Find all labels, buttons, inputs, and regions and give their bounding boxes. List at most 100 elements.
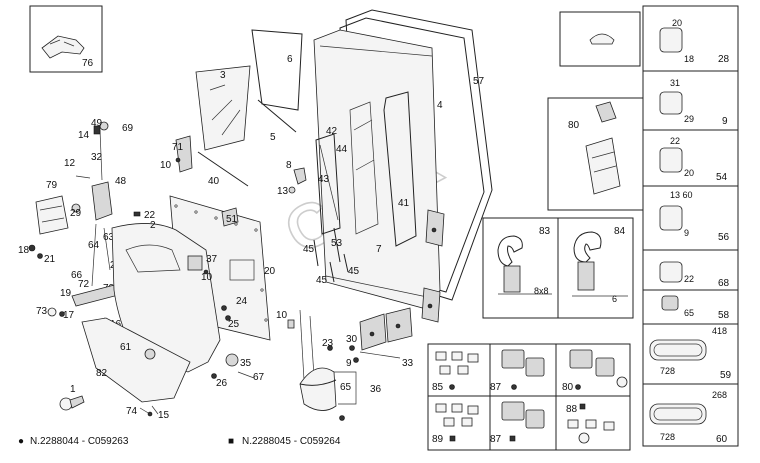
callout-c21: 21 (44, 254, 56, 265)
callout-c36: 36 (370, 384, 382, 395)
callout-c37: 37 (206, 254, 218, 265)
callout-c45c: 45 (348, 266, 360, 277)
callout-c59: 59 (720, 370, 732, 381)
callout-c9: 9 (722, 116, 728, 127)
kit-box-89: 89 (427, 395, 491, 451)
callout-c49: 49 (91, 118, 103, 129)
callout-c45a: 45 (303, 244, 315, 255)
callout-c20: 20 (264, 266, 276, 277)
part-sliding-glass: 42 44 43 53 45 45 45 (303, 126, 360, 286)
callout-c25: 25 (228, 319, 240, 330)
callout-c5: 5 (270, 132, 276, 143)
part-pocket-82: 61 82 (81, 317, 191, 403)
callout-c14: 14 (78, 130, 90, 141)
callout-c9: 9 (346, 358, 352, 369)
legend-circle-symbol: ● (18, 436, 24, 447)
callout-c89: 89 (432, 434, 444, 445)
part-inner-window: 41 7 (349, 91, 417, 255)
callout-c2: 2 (150, 220, 156, 231)
callout-c4: 4 (437, 100, 443, 111)
inset-box-83: 8x8 83 (482, 217, 559, 319)
callout-c24: 24 (236, 296, 248, 307)
callout-c83: 83 (539, 226, 551, 237)
callout-c84: 84 (614, 226, 626, 237)
callout-c45b: 45 (316, 275, 328, 286)
callout-d31: 31 (670, 78, 680, 88)
callout-c1: 1 (70, 384, 76, 395)
legend-square-symbol: ■ (228, 436, 234, 447)
callout-d1360: 13 60 (670, 190, 693, 200)
part-latch-8-13: 8 13 (277, 160, 307, 197)
part-hinge-71: 71 10 40 (160, 135, 249, 187)
part-lock-48: 49 14 69 32 12 48 (64, 118, 134, 221)
callout-c57: 57 (473, 76, 485, 87)
callout-c7: 7 (376, 244, 382, 255)
callout-c10c: 10 (276, 310, 288, 321)
callout-c18: 18 (18, 245, 30, 256)
part-screws-74-15: 74 15 (126, 405, 170, 421)
callout-c8: 8 (286, 160, 292, 171)
callout-c23: 23 (322, 338, 334, 349)
inset-box-76: 76 (29, 5, 103, 73)
legend-circle-text: N.2288044 - C059263 (30, 436, 129, 447)
callout-c68: 68 (718, 278, 730, 289)
callout-c66: 66 (71, 270, 83, 281)
callout-c87a: 87 (490, 382, 502, 393)
callout-c67: 67 (253, 372, 265, 383)
callout-d6: 6 (612, 294, 617, 304)
inset-box-84: 6 84 (557, 217, 634, 319)
callout-c29: 29 (70, 208, 82, 219)
callout-c28: 28 (718, 54, 730, 65)
callout-c41: 41 (398, 198, 410, 209)
inset-box-80: 80 (547, 97, 644, 211)
callout-c73: 73 (36, 306, 48, 317)
callout-c43: 43 (318, 174, 330, 185)
kit-box-88: 88 (555, 395, 631, 451)
kit-box-85: 85 (427, 343, 491, 397)
callout-c74: 74 (126, 406, 138, 417)
callout-d20b: 20 (684, 168, 694, 178)
part-window-glass: 3 (195, 65, 251, 151)
callout-c85: 85 (432, 382, 444, 393)
callout-d18: 18 (684, 54, 694, 64)
callout-d418: 418 (712, 326, 727, 336)
callout-c48: 48 (115, 176, 127, 187)
part-hinges (421, 209, 445, 323)
part-fasteners: 24 25 35 26 67 (211, 296, 265, 389)
part-frame-seal: 6 5 (251, 29, 303, 143)
callout-c54: 54 (716, 172, 728, 183)
callout-c88: 88 (566, 404, 578, 415)
callout-c80: 80 (568, 120, 580, 131)
callout-c80b: 80 (562, 382, 574, 393)
callout-c64: 64 (88, 240, 100, 251)
callout-c65: 65 (340, 382, 352, 393)
callout-c26: 26 (216, 378, 228, 389)
legend-square-text: N.2288045 - C059264 (242, 436, 341, 447)
callout-c35: 35 (240, 358, 252, 369)
callout-c22: 22 (144, 210, 156, 221)
callout-c71: 71 (172, 142, 184, 153)
callout-c61: 61 (120, 342, 132, 353)
callout-c30: 30 (346, 334, 358, 345)
callout-d8x8: 8x8 (534, 286, 549, 296)
callout-c44: 44 (336, 144, 348, 155)
kit-box-87a: 87 (489, 343, 557, 397)
callout-d65: 65 (684, 308, 694, 318)
callout-c56: 56 (718, 232, 730, 243)
callout-c32: 32 (91, 152, 103, 163)
part-key: 1 (59, 384, 85, 411)
callout-c17: 17 (63, 310, 75, 321)
callout-c19: 19 (60, 288, 72, 299)
callout-d22: 22 (670, 136, 680, 146)
callout-d728a: 728 (660, 366, 675, 376)
grommet-table: 20 18 28 31 29 9 22 20 54 13 60 9 56 22 … (642, 5, 739, 447)
callout-c51: 51 (226, 214, 238, 225)
callout-c15: 15 (158, 410, 170, 421)
callout-c82: 82 (96, 368, 108, 379)
callout-c42: 42 (326, 126, 338, 137)
part-handle-79: 79 29 18 21 (18, 180, 82, 265)
kit-box-80b: 80 (555, 343, 631, 397)
callout-d728b: 728 (660, 432, 675, 442)
callout-c12: 12 (64, 158, 76, 169)
